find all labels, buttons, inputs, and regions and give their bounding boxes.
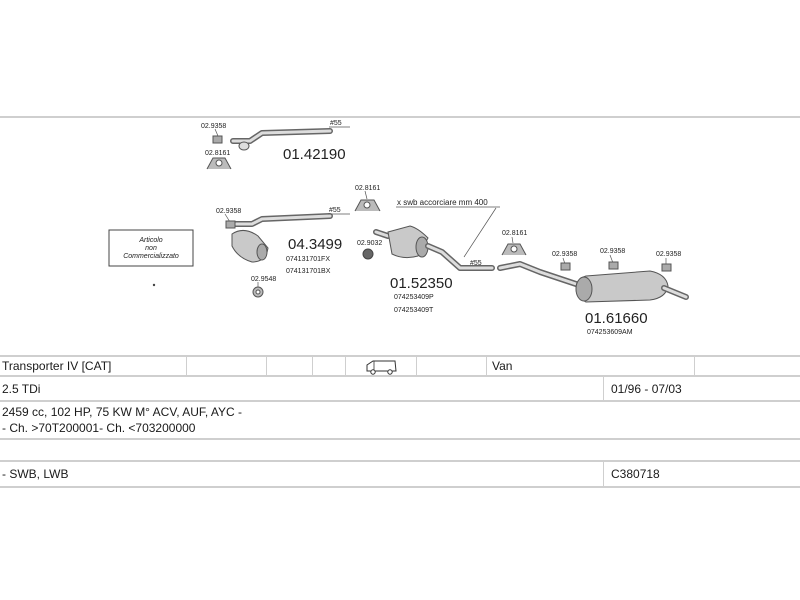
clamp-c10 — [661, 263, 672, 272]
clamp-c1 — [212, 135, 223, 144]
not-sold-line-3: Commercializzato — [123, 253, 179, 260]
hanger-label-c5: 02.8161 — [355, 185, 380, 192]
part-front-pipe[interactable] — [231, 213, 333, 263]
row-spec: 2459 cc, 102 HP, 75 KW M° ACV, AUF, AYC … — [0, 402, 800, 440]
vehicle-info-table: Transporter IV [CAT] Van 2.5 TDi 01/96 -… — [0, 355, 800, 488]
catalog-code: C380718 — [611, 467, 660, 481]
row-variant: - SWB, LWB C380718 — [0, 462, 800, 488]
hanger-label-c2: 02.8161 — [205, 150, 230, 157]
gasket-label-c4: 02.9548 — [251, 276, 276, 283]
van-icon — [363, 359, 399, 377]
not-sold-box: Articolo non Commercializzato — [108, 229, 194, 267]
vehicle-model: Transporter IV [CAT] — [2, 359, 112, 373]
production-years: 01/96 - 07/03 — [611, 382, 682, 396]
oem-ref-middle-1: 074253409P — [394, 294, 434, 301]
engine: 2.5 TDi — [2, 382, 41, 396]
note-leader — [463, 207, 497, 258]
variant: - SWB, LWB — [2, 467, 69, 481]
part-code-middle-silencer: 01.52350 — [390, 275, 453, 292]
part-code-upper-pipe: 01.42190 — [283, 146, 346, 163]
part-upper-pipe[interactable] — [230, 128, 333, 151]
clamp-c3 — [225, 220, 236, 229]
clamp-label-c1: 02.9358 — [201, 123, 226, 130]
clamp-label-c3: 02.9358 — [216, 208, 241, 215]
pipe-size-p3: #55 — [470, 260, 482, 267]
body-type: Van — [492, 359, 513, 373]
oem-ref-middle-2: 074253409T — [394, 307, 434, 314]
engine-spec: 2459 cc, 102 HP, 75 KW M° ACV, AUF, AYC … — [2, 405, 243, 419]
gasket-c6 — [362, 248, 374, 260]
part-middle-silencer[interactable] — [373, 225, 495, 271]
oem-ref-rear-1: 074253609AM — [587, 329, 633, 336]
not-sold-line-2: non — [145, 245, 157, 252]
dot-marker — [152, 283, 156, 287]
not-sold-line-1: Articolo — [138, 237, 162, 244]
hanger-label-c7: 02.8161 — [502, 230, 527, 237]
oem-ref-front-2: 074131701BX — [286, 268, 331, 275]
clamp-c8 — [560, 262, 571, 271]
gasket-label-c6: 02.9032 — [357, 240, 382, 247]
clamp-label-c10: 02.9358 — [656, 251, 681, 258]
clamp-c9 — [608, 261, 619, 270]
part-rear-silencer[interactable] — [497, 261, 689, 303]
pipe-size-p2: #55 — [329, 207, 341, 214]
part-code-front-pipe: 04.3499 — [288, 236, 342, 253]
row-vehicle: Transporter IV [CAT] Van — [0, 355, 800, 377]
chassis-range: - Ch. >70T200001- Ch. <703200000 — [2, 421, 196, 435]
part-code-rear-silencer: 01.61660 — [585, 310, 648, 327]
shortening-note: x swb accorciare mm 400 — [397, 198, 488, 207]
oem-ref-front-1: 074131701FX — [286, 256, 330, 263]
row-engine: 2.5 TDi 01/96 - 07/03 — [0, 377, 800, 402]
clamp-label-c8: 02.9358 — [552, 251, 577, 258]
clamp-label-c9: 02.9358 — [600, 248, 625, 255]
pipe-size-p1: #55 — [330, 120, 342, 127]
row-empty — [0, 440, 800, 462]
exhaust-diagram: Articolo non Commercializzato 02.9358 02… — [0, 116, 800, 336]
